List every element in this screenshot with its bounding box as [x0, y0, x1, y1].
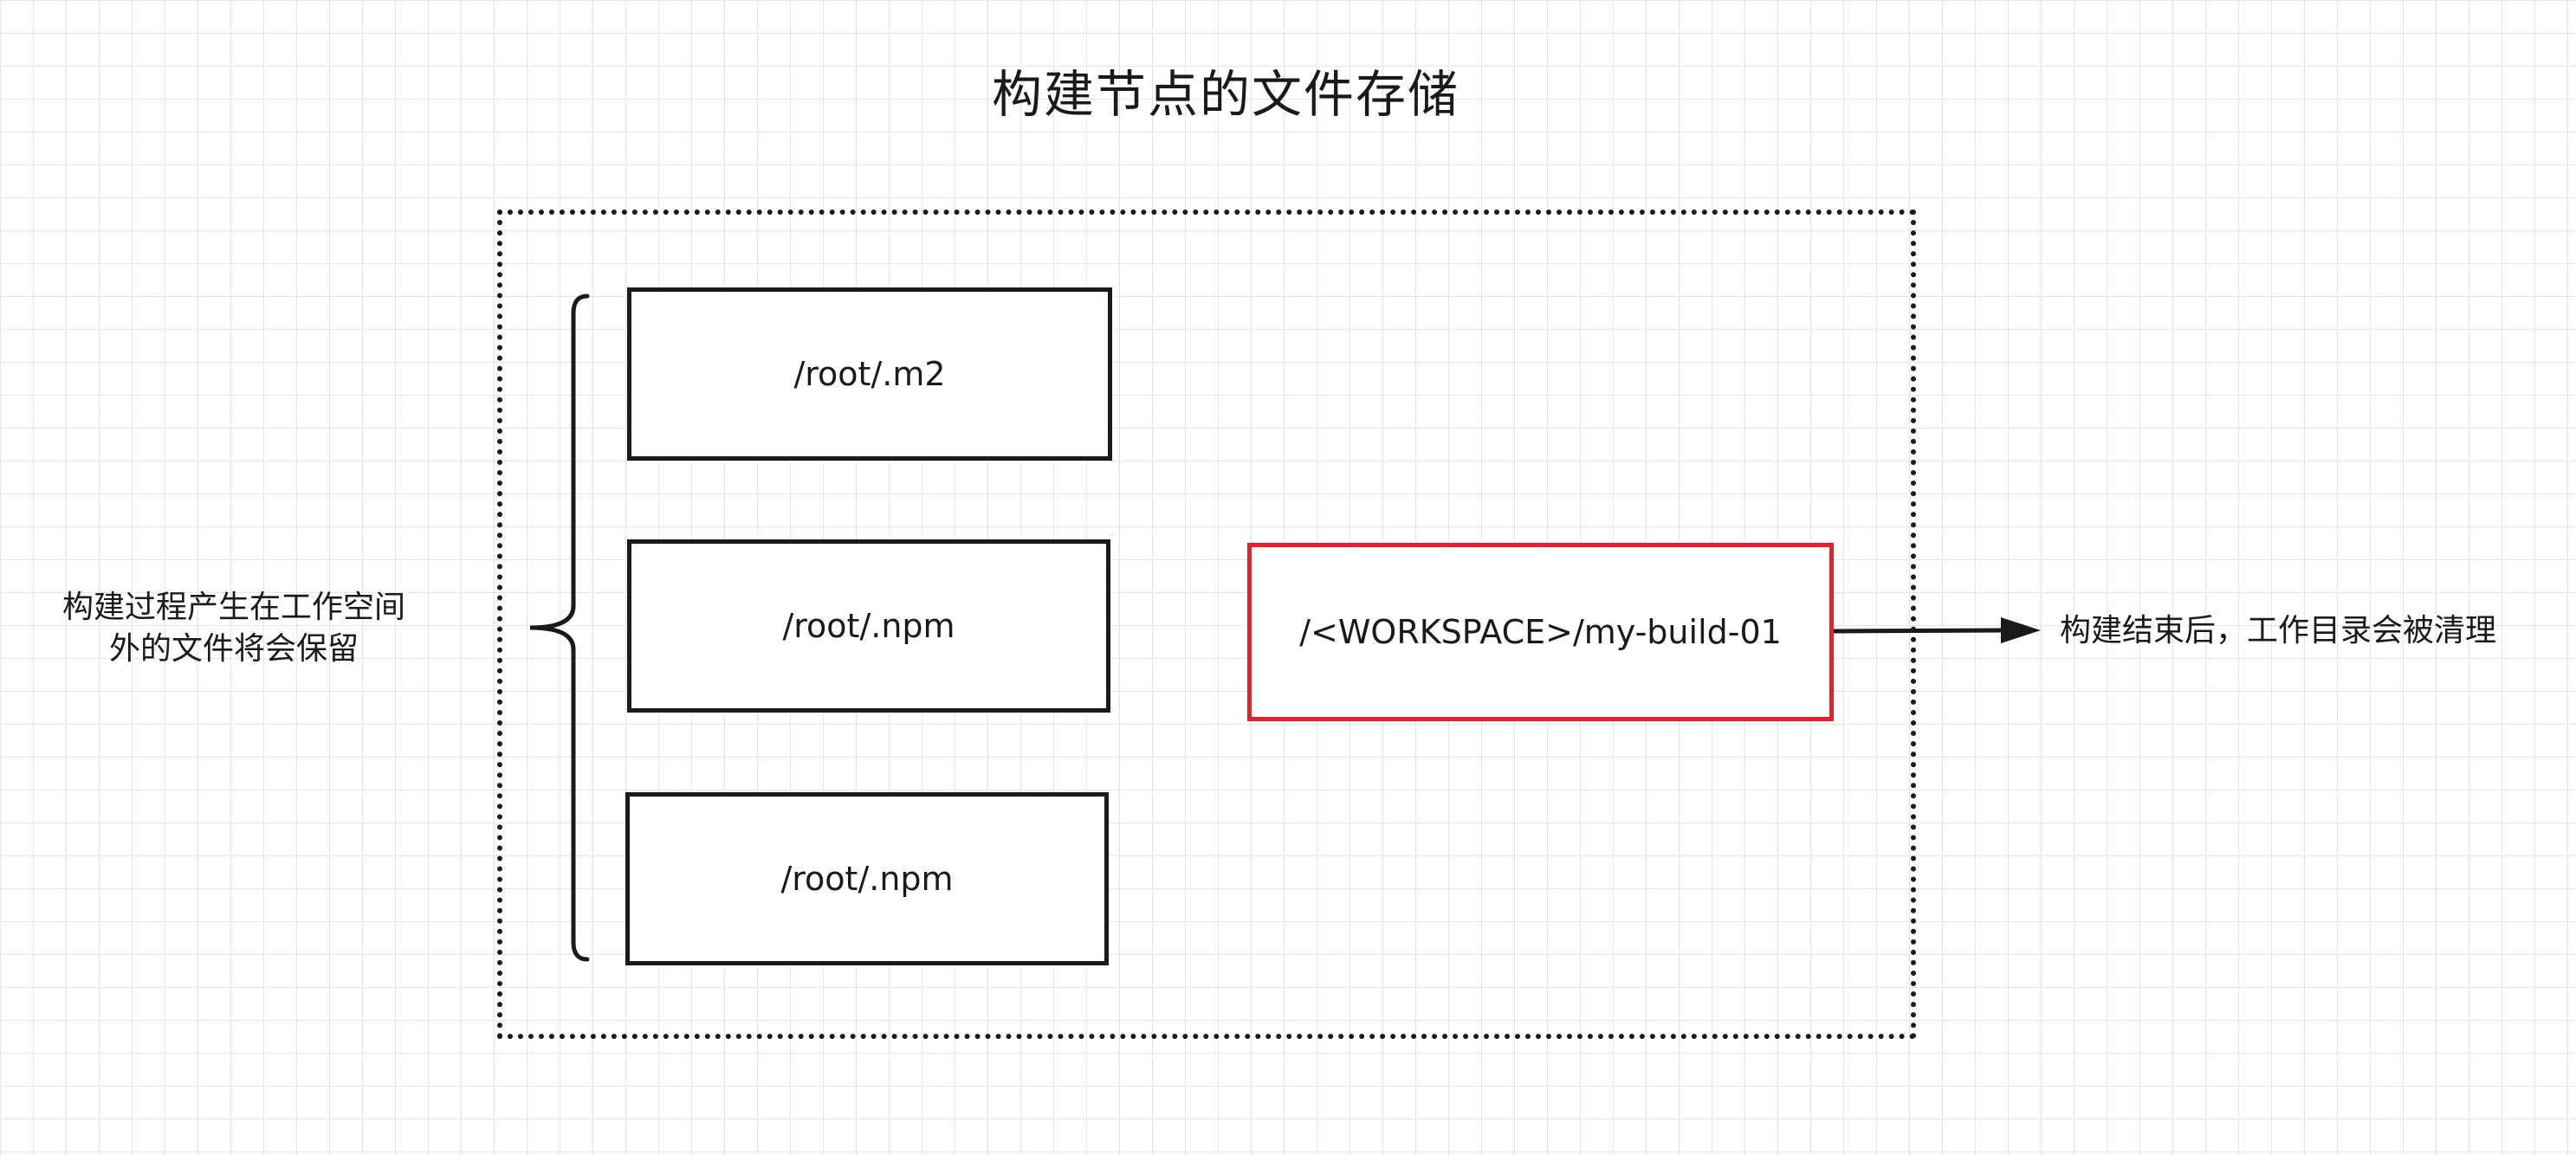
cleanup-arrow-line [1833, 628, 2007, 634]
persistent-dir-box-npm: /root/.npm [627, 539, 1110, 713]
persistent-dir-box-m2: /root/.m2 [627, 287, 1112, 461]
persistent-dir-label: /root/.npm [782, 607, 955, 645]
right-note: 构建结束后，工作目录会被清理 [2060, 613, 2497, 648]
left-note-line-2: 外的文件将会保留 [108, 631, 359, 667]
persistent-dir-box-npm-2: /root/.npm [625, 792, 1109, 965]
workspace-label: /<WORKSPACE>/my-build-01 [1299, 613, 1782, 651]
curly-brace [529, 294, 590, 962]
cleanup-arrow-head [2001, 617, 2041, 643]
persistent-dir-label: /root/.npm [780, 860, 954, 898]
persistent-dir-label: /root/.m2 [793, 355, 946, 393]
diagram-title: 构建节点的文件存储 [991, 65, 1460, 124]
left-note-line-1: 构建过程产生在工作空间 [61, 590, 405, 625]
workspace-box: /<WORKSPACE>/my-build-01 [1247, 543, 1834, 721]
build-node-container [497, 210, 1916, 1039]
left-note: 构建过程产生在工作空间 外的文件将会保留 [26, 587, 442, 670]
